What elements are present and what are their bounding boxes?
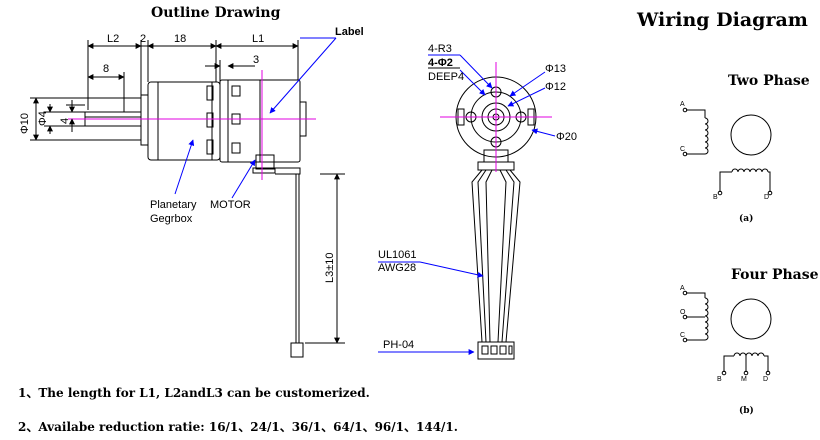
dim-d13: Φ13 (545, 63, 566, 75)
pin-b: B (717, 376, 722, 383)
front-callouts (378, 54, 556, 355)
dim-4: 4 (59, 118, 71, 124)
rotor-symbol (730, 114, 772, 156)
dim-2: 2 (140, 33, 146, 45)
pin-c: C (680, 146, 685, 153)
four-phase-caption: (b) (739, 405, 754, 416)
side-view (84, 79, 307, 358)
coil-ac (704, 117, 709, 155)
dim-4-holes: 4-Φ2 (428, 57, 453, 69)
wire-connector (290, 342, 304, 358)
dim-3: 3 (253, 54, 259, 66)
label-callout: Label (335, 26, 364, 38)
dim-l3: L3±10 (324, 252, 336, 283)
dim-d20: Φ20 (556, 131, 577, 143)
shaft-hub (140, 94, 149, 146)
pin-d: D (764, 194, 769, 201)
motor-leader (231, 159, 256, 199)
coil-aoc (704, 297, 709, 341)
wiring-diagram-title: Wiring Diagram (636, 9, 808, 31)
pin-o: O (680, 309, 686, 316)
dim-d12: Φ12 (545, 81, 566, 93)
rotor-symbol (730, 298, 772, 340)
dim-l2: L2 (107, 33, 119, 45)
connector-label: PH-04 (383, 339, 414, 351)
two-phase-caption: (a) (739, 213, 753, 224)
pin-c: C (680, 332, 685, 339)
outline-drawing-title: Outline Drawing (151, 5, 281, 21)
coil-bmd (733, 352, 765, 357)
pin-m: M (741, 376, 747, 383)
dim-l1: L1 (252, 33, 264, 45)
gearbox-label-line1: Planetary (150, 199, 197, 211)
pin-b: B (713, 194, 718, 201)
dim-deep4: DEEP4 (428, 71, 464, 83)
four-phase-title: Four Phase (731, 267, 819, 283)
cable-spec-line1: UL1061 (378, 249, 417, 261)
dim-8: 8 (103, 63, 109, 75)
terminal-block (255, 154, 275, 170)
pin-d: D (763, 376, 768, 383)
label-leader (269, 37, 337, 114)
dim-dia10: Φ10 (19, 113, 31, 134)
gearbox-leader (174, 139, 195, 195)
gearbox-body (147, 81, 221, 161)
dim-18: 18 (174, 33, 186, 45)
note-reduction-ratios: 2、Availabe reduction ratie: 16/1、24/1、36… (18, 420, 458, 434)
ph04-connector (477, 341, 515, 360)
side-dimensions (30, 40, 345, 344)
two-phase-schematic (682, 107, 773, 196)
note-customizable-length: 1、The length for L1, L2andL3 can be cust… (18, 386, 370, 400)
pin-a: A (680, 285, 685, 292)
coil-bd (731, 168, 769, 173)
two-phase-title: Two Phase (728, 73, 810, 89)
motor-label: MOTOR (210, 199, 251, 211)
pin-a: A (680, 101, 685, 108)
cable-spec-line2: AWG28 (378, 262, 416, 274)
dim-4-r3: 4-R3 (428, 43, 452, 55)
four-phase-schematic (682, 290, 772, 376)
dim-dia4: Φ4 (37, 111, 49, 126)
gearbox-label-line2: Gegrbox (150, 213, 193, 225)
